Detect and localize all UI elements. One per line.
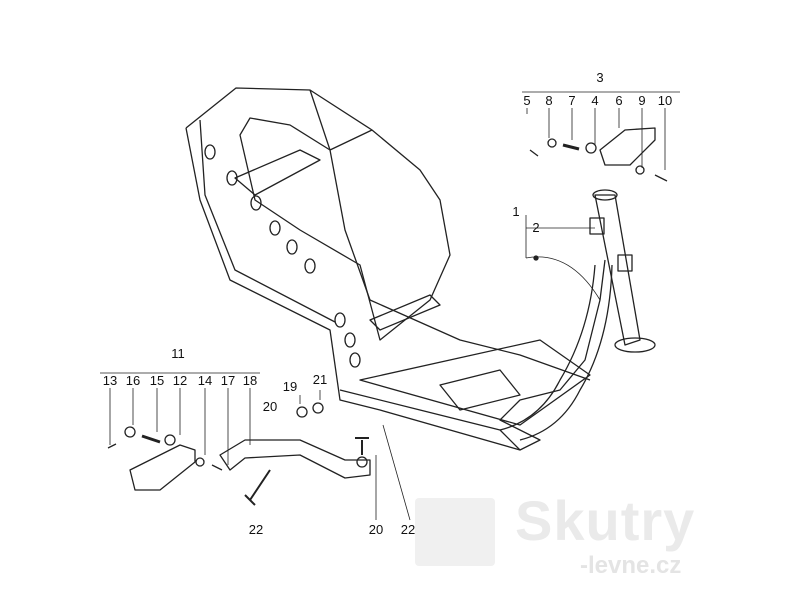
- label-20: 20: [262, 399, 278, 414]
- top-footrest-group: [522, 91, 680, 182]
- side-stand: [219, 439, 371, 479]
- split-pin: [529, 149, 539, 157]
- footrest: [129, 444, 196, 491]
- label-22: 22: [248, 522, 264, 537]
- label-9: 9: [638, 93, 646, 108]
- label-22-bottom: 22: [400, 522, 416, 537]
- washer: [164, 434, 176, 446]
- left-footrest-group: [100, 372, 260, 491]
- left-group-leader-lines: [109, 388, 251, 465]
- washer: [195, 457, 205, 467]
- frame-outline: [185, 87, 451, 341]
- watermark-sub: -levne.cz: [580, 552, 682, 579]
- label-17: 17: [220, 373, 236, 388]
- pin: [211, 464, 223, 471]
- frame-callout-bracket: [525, 215, 601, 301]
- bottom-leader-lines: [375, 424, 411, 521]
- stand-screw: [355, 437, 369, 455]
- label-15: 15: [149, 373, 165, 388]
- footrest: [599, 127, 656, 166]
- label-2: 2: [532, 220, 540, 235]
- frame-floor-edge: [339, 389, 521, 451]
- washer: [296, 406, 308, 418]
- ball: [547, 138, 557, 148]
- label-13: 13: [102, 373, 118, 388]
- label-21: 21: [312, 372, 328, 387]
- pin: [654, 174, 668, 182]
- frame-floor-bracket: [439, 369, 521, 411]
- washer: [635, 165, 645, 175]
- label-6: 6: [615, 93, 623, 108]
- spring: [141, 434, 161, 444]
- label-1: 1: [512, 204, 520, 219]
- label-10: 10: [657, 93, 673, 108]
- label-12: 12: [172, 373, 188, 388]
- frame-side-rail: [309, 89, 591, 381]
- steering-tube: [499, 189, 656, 441]
- label-4: 4: [591, 93, 599, 108]
- label-8: 8: [545, 93, 553, 108]
- watermark-logo: Skutry -levne.cz: [415, 493, 755, 588]
- stand-bolt: [244, 469, 271, 506]
- label-7: 7: [568, 93, 576, 108]
- washer: [585, 142, 597, 154]
- frame-lower-rail: [185, 127, 606, 451]
- frame-crossbar-top: [234, 149, 321, 196]
- label-19: 19: [282, 379, 298, 394]
- frame-floor-plate: [359, 339, 591, 426]
- ball: [124, 426, 136, 438]
- frame-crossbar-mid: [369, 294, 441, 331]
- label-18: 18: [242, 373, 258, 388]
- label-14: 14: [197, 373, 213, 388]
- spring: [562, 143, 580, 151]
- side-stand-group: [219, 390, 411, 521]
- label-3: 3: [596, 70, 604, 85]
- label-5: 5: [523, 93, 531, 108]
- nut: [312, 402, 324, 414]
- frame-inner-rail: [199, 119, 336, 323]
- watermark-main: Skutry: [515, 489, 696, 552]
- label-11: 11: [171, 346, 185, 361]
- top-group-leader-lines: [526, 108, 666, 170]
- scooter-icon: [415, 498, 495, 566]
- frame-holes: [204, 144, 361, 368]
- washer: [356, 456, 368, 468]
- split-pin: [107, 443, 117, 449]
- label-16: 16: [125, 373, 141, 388]
- stand-leader-lines: [299, 390, 321, 404]
- label-20-bottom: 20: [368, 522, 384, 537]
